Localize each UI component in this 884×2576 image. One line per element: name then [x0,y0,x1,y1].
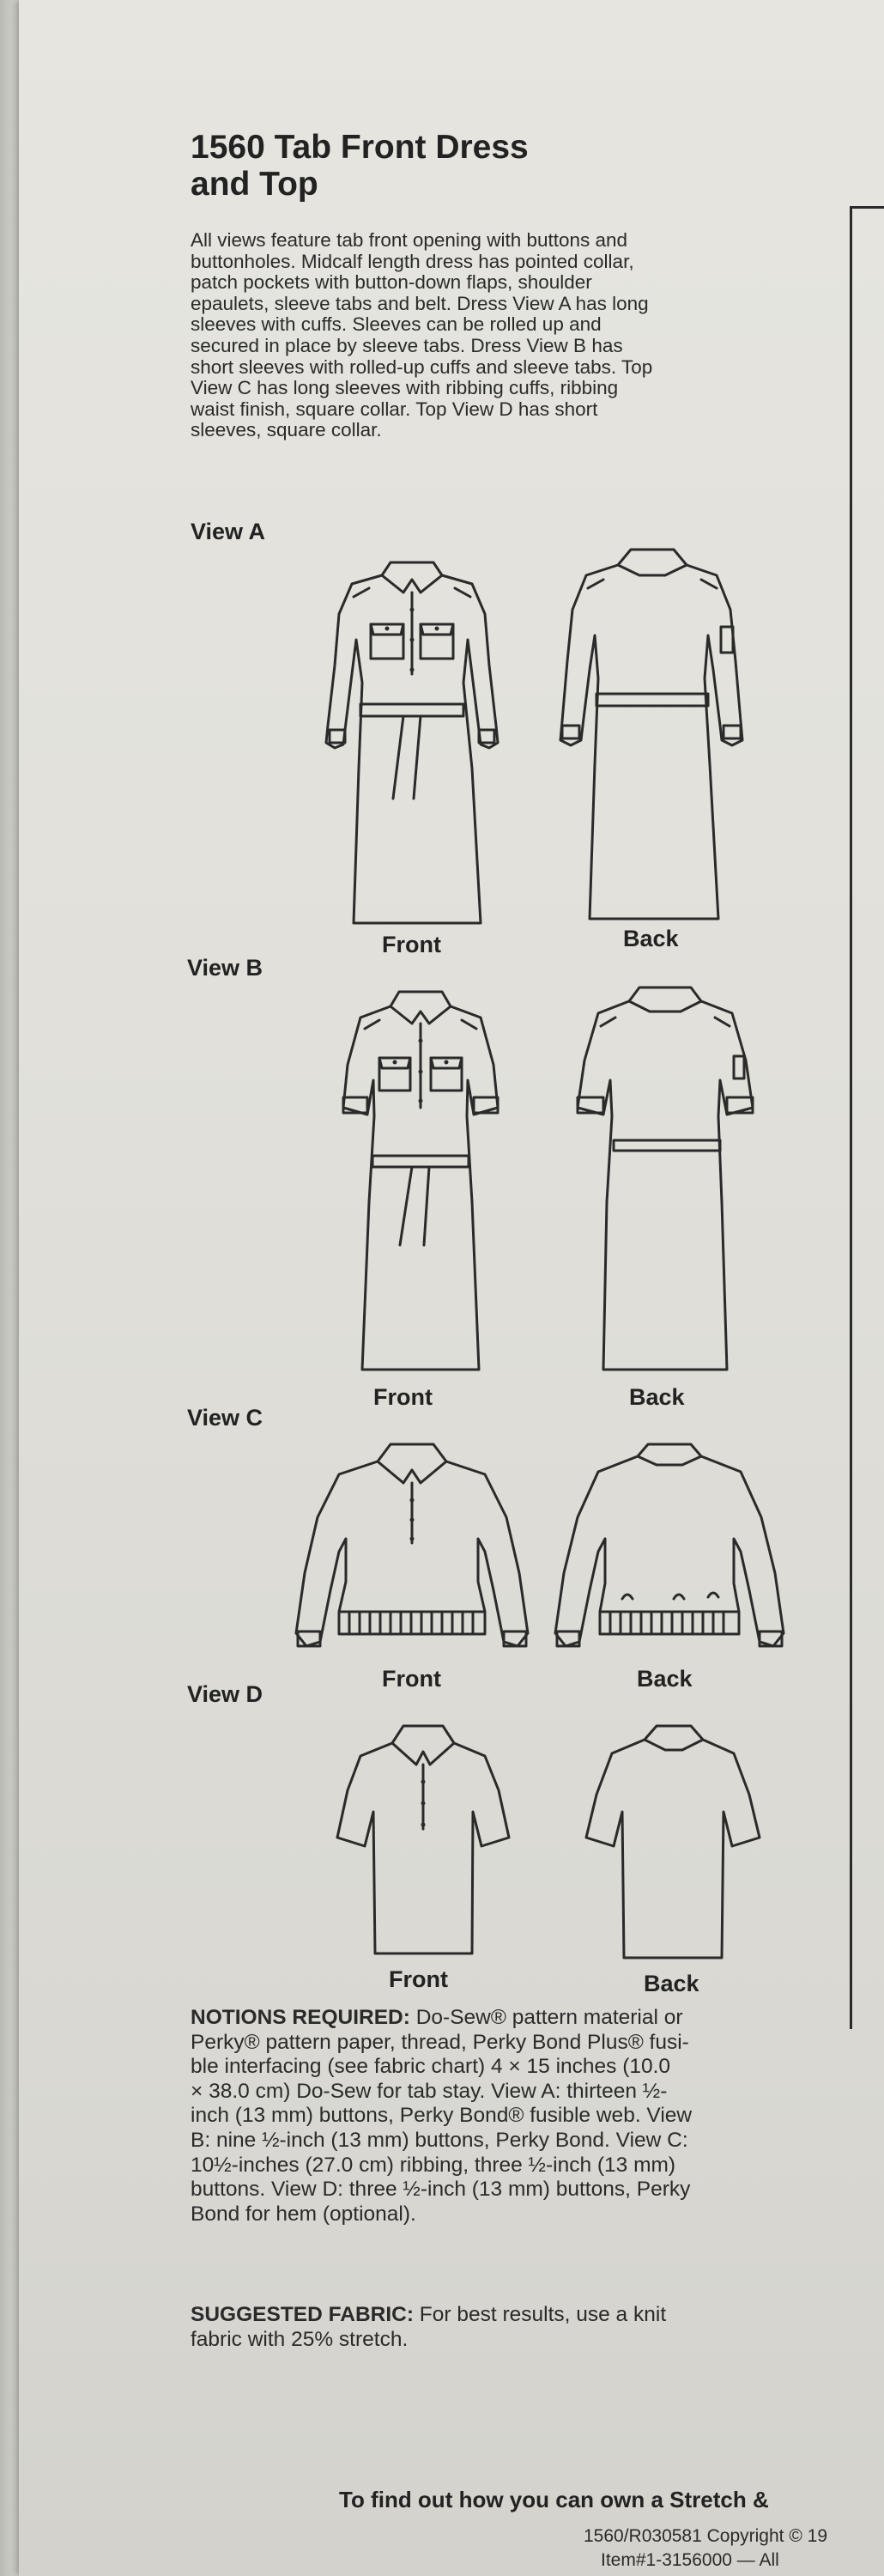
description-line: patch pockets with button-down flaps, sh… [191,271,592,294]
view-a-front-illustration [300,545,524,927]
notions-line: ble interfacing (see fabric chart) 4 × 1… [191,2055,671,2079]
view-b-back-illustration [554,979,777,1374]
view-b-back-caption: Back [629,1384,685,1410]
description-line: sleeves with cuffs. Sleeves can be rolle… [191,313,602,336]
notions-line: buttons. View D: three ½-inch (13 mm) bu… [191,2178,691,2202]
description-line: sleeves, square collar. [191,419,382,441]
view-d-back-caption: Back [644,1971,699,1996]
notions-line: 10½-inches (27.0 cm) ribbing, three ½-in… [191,2153,676,2177]
description-line: buttonholes. Midcalf length dress has po… [191,250,634,272]
notions-line: Perky® pattern paper, thread, Perky Bond… [191,2030,689,2054]
notions-line: inch (13 mm) buttons, Perky Bond® fusibl… [191,2104,693,2128]
notions-heading: NOTIONS REQUIRED: [191,2006,410,2029]
description-line: secured in place by sleeve tabs. Dress V… [191,334,623,356]
pattern-title: 1560 Tab Front Dress and Top [191,129,529,203]
pattern-title-line2: and Top [191,166,318,203]
view-c-front-illustration [288,1436,536,1655]
view-a-back-caption: Back [623,926,679,951]
view-c-label: View C [187,1405,263,1431]
view-d-back-illustration [562,1717,781,1962]
view-c-back-caption: Back [637,1666,693,1692]
view-a-back-illustration [536,541,768,923]
suggested-fabric: SUGGESTED FABRIC: For best results, use … [191,2303,826,2352]
notions-line: B: nine ½-inch (13 mm) buttons, Perky Bo… [191,2128,688,2152]
description-line: All views feature tab front opening with… [191,229,628,251]
fabric-line: For best results, use a knit [414,2303,667,2326]
view-a-front-caption: Front [382,932,441,957]
notions-line: Bond for hem (optional). [191,2202,416,2226]
pattern-description: All views feature tab front opening with… [191,229,817,441]
pattern-title-line1: 1560 Tab Front Dress [191,129,529,166]
pattern-envelope-back [19,0,884,2576]
description-line: View C has long sleeves with ribbing cuf… [191,377,619,399]
notions-required: NOTIONS REQUIRED: Do-Sew® pattern materi… [191,2006,826,2227]
frame-rule [850,206,884,2029]
footer-cta: To find out how you can own a Stretch & [339,2487,769,2512]
view-a-label: View A [191,519,266,544]
footer-item-number: Item#1-3156000 — All [601,2550,779,2570]
view-c-front-caption: Front [382,1666,441,1692]
view-d-front-caption: Front [389,1966,448,1992]
view-d-front-illustration [313,1717,532,1958]
fabric-line: fabric with 25% stretch. [191,2327,409,2351]
notions-line: × 38.0 cm) Do-Sew for tab stay. View A: … [191,2079,668,2103]
view-b-label: View B [187,955,263,981]
description-line: short sleeves with rolled-up cuffs and s… [191,355,653,378]
fabric-heading: SUGGESTED FABRIC: [191,2303,414,2326]
notions-line: Do-Sew® pattern material or [409,2006,683,2029]
view-c-back-illustration [545,1436,794,1655]
footer-copyright: 1560/R030581 Copyright © 19 [584,2526,828,2546]
view-b-front-caption: Front [373,1384,433,1410]
description-line: epaulets, sleeve tabs and belt. Dress Vi… [191,292,649,314]
view-d-label: View D [187,1681,263,1707]
description-line: waist finish, square collar. Top View D … [191,398,598,420]
view-b-front-illustration [318,979,524,1374]
